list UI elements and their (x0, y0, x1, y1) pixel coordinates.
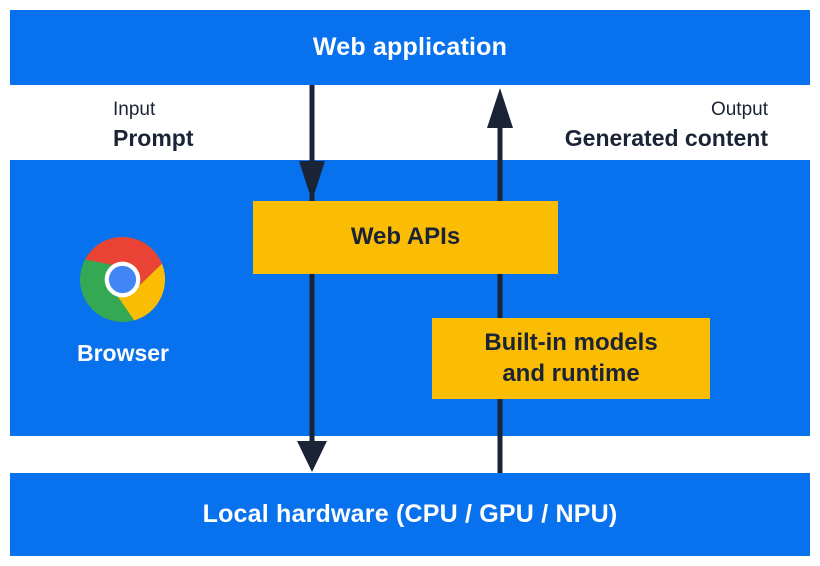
input-label: Input (113, 99, 156, 120)
local-hardware-label: Local hardware (CPU / GPU / NPU) (202, 500, 618, 528)
local-hardware-band: Local hardware (CPU / GPU / NPU) (10, 473, 810, 556)
generated-content-label: Generated content (564, 124, 768, 151)
output-flow-label: Output Generated content (565, 98, 768, 153)
web-apis-box: Web APIs (253, 201, 558, 274)
web-apis-label: Web APIs (350, 223, 461, 251)
builtin-models-box: Built-in models and runtime (432, 318, 710, 399)
web-application-label: Web application (312, 33, 508, 61)
browser-label: Browser (76, 340, 170, 366)
chrome-logo-icon (80, 237, 165, 322)
output-label: Output (710, 99, 768, 120)
web-application-band: Web application (10, 10, 810, 85)
builtin-models-label-line2: and runtime (502, 359, 640, 387)
builtin-models-label-line1: Built-in models (484, 329, 658, 357)
prompt-label: Prompt (113, 124, 194, 151)
input-flow-label: Input Prompt (113, 98, 194, 153)
